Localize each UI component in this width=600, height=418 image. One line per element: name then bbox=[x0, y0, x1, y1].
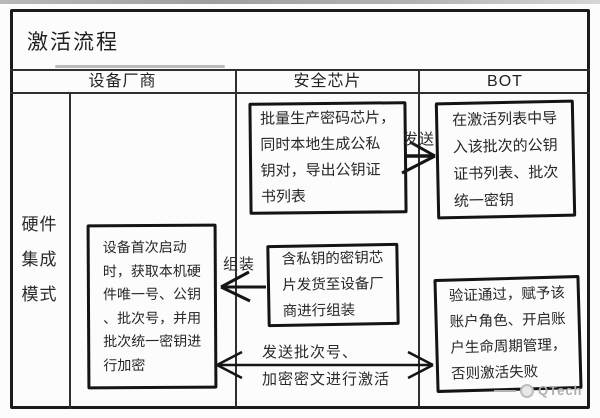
box-device-first-boot: 设备首次启动 时，获取本机硬 件唯一号、公钥 、批次号，并用 批次统一密钥进 行… bbox=[86, 223, 218, 390]
box-import-cert-list: 在激活列表中导 入该批次的公钥 证书列表、批次 统一密钥 bbox=[434, 99, 577, 220]
lane-header-device-vendor: 设备厂商 bbox=[88, 73, 157, 90]
activate-arrow-label-line1: 发送批次号、 bbox=[262, 344, 359, 361]
diagram-title: 激活流程 bbox=[27, 31, 119, 54]
lane-header-security-chip: 安全芯片 bbox=[293, 73, 362, 90]
box-ship-key-chips-text: 含私钥的密钥芯 片发货至设备厂 商进行组装 bbox=[281, 250, 384, 320]
assemble-arrow-label: 组装 bbox=[223, 256, 256, 273]
scan-smudge bbox=[55, 65, 225, 68]
activate-arrow-label-line2: 加密密文进行激活 bbox=[262, 371, 391, 388]
row-label-hardware-integration-mode: 硬件 集成 模式 bbox=[21, 215, 58, 304]
header-top-line bbox=[10, 69, 590, 71]
box-import-cert-list-text: 在激活列表中导 入该批次的公钥 证书列表、批次 统一密钥 bbox=[451, 109, 559, 210]
watermark-circle-icon bbox=[520, 383, 534, 398]
diagram-outer-frame bbox=[10, 9, 590, 409]
lane-header-bot: BOT bbox=[487, 73, 523, 90]
box-verify-result: 验证通过，赋予该 账户角色、开启账 户生命周期管理， 否则激活失败 bbox=[433, 274, 583, 394]
box-ship-key-chips: 含私钥的密钥芯 片发货至设备厂 商进行组装 bbox=[266, 242, 400, 328]
watermark-text: QTech bbox=[538, 383, 583, 398]
scan-artifact-strip bbox=[0, 0, 600, 4]
lane-divider-1 bbox=[235, 71, 237, 407]
watermark-logo: QTech bbox=[494, 383, 583, 398]
box-device-first-boot-text: 设备首次启动 时，获取本机硬 件唯一号、公钥 、批次号，并用 批次统一密钥进 行… bbox=[102, 238, 202, 373]
watermark-dash bbox=[494, 389, 516, 392]
box-verify-result-text: 验证通过，赋予该 账户角色、开启账 户生命周期管理， 否则激活失败 bbox=[448, 285, 567, 383]
header-bottom-line bbox=[10, 92, 590, 94]
box-batch-produce-chips-text: 批量生产密码芯片， 同时本地生成公私 钥对，导出公钥证 书列表 bbox=[259, 109, 396, 206]
lane-divider-2 bbox=[418, 71, 420, 407]
box-batch-produce-chips: 批量生产密码芯片， 同时本地生成公私 钥对，导出公钥证 书列表 bbox=[248, 101, 408, 215]
send-arrow-label: 发送 bbox=[402, 131, 435, 148]
row-label-divider bbox=[69, 94, 71, 409]
